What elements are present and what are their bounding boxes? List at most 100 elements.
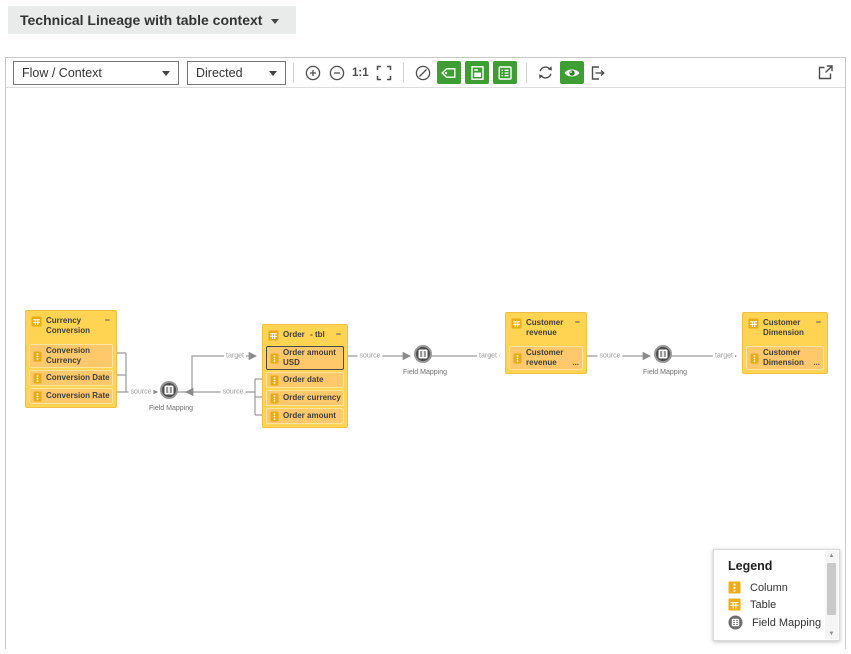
column-icon <box>728 581 741 594</box>
scroll-up-icon[interactable]: ▲ <box>828 553 835 559</box>
lineage-toolbar: Flow / Context Directed 1:1 <box>6 58 845 88</box>
table-node-customer-revenue[interactable]: Customer revenue − Customer revenue ... <box>505 312 587 374</box>
edge-label-target: target <box>477 351 499 361</box>
column-name: Order currency <box>283 393 341 402</box>
table-header[interactable]: Customer revenue − <box>509 316 583 344</box>
flow-context-select[interactable]: Flow / Context <box>13 60 179 85</box>
page-title: Technical Lineage with table context <box>20 12 263 28</box>
table-node-order-tbl[interactable]: Order - tbl − Order amount USD Order dat… <box>262 324 348 428</box>
field-mapping-caption: Field Mapping <box>403 369 447 376</box>
collapse-button[interactable]: − <box>815 317 821 327</box>
column-node[interactable]: Customer Dimension ... <box>746 346 824 370</box>
table-icon <box>31 316 42 327</box>
edge-label-source: source <box>128 387 154 397</box>
collapse-button[interactable]: − <box>104 315 110 325</box>
node-preview-toggle[interactable] <box>464 61 489 84</box>
column-node[interactable]: Order currency <box>266 390 344 406</box>
column-icon <box>750 353 759 363</box>
legend-label: Column <box>750 581 788 594</box>
zoom-in-icon <box>305 65 321 80</box>
table-header[interactable]: Order - tbl − <box>266 328 344 344</box>
edge-label-source: source <box>357 351 383 361</box>
card-icon <box>470 65 484 80</box>
table-icon <box>728 598 741 611</box>
actual-size-button[interactable]: 1:1 <box>352 66 369 79</box>
column-node[interactable]: Order amount <box>266 408 344 424</box>
field-mapping-caption: Field Mapping <box>149 405 193 412</box>
table-header[interactable]: Customer Dimension − <box>746 316 824 344</box>
table-icon <box>748 318 759 329</box>
field-mapping-node[interactable] <box>654 345 672 363</box>
fit-screen-icon <box>376 65 391 80</box>
collapse-button[interactable]: − <box>574 317 580 327</box>
legend-item-field-mapping: Field Mapping <box>714 613 839 632</box>
refresh-icon <box>539 66 552 79</box>
visibility-toggle[interactable] <box>559 61 584 84</box>
field-mapping-node[interactable] <box>160 381 178 399</box>
column-icon <box>270 375 279 385</box>
table-name-suffix: - tbl <box>310 330 325 339</box>
table-header[interactable]: Currency Conversion − <box>29 314 113 342</box>
column-node[interactable]: Customer revenue ... <box>509 346 583 370</box>
column-name: Order amount USD <box>283 348 336 367</box>
edge-label-source: source <box>597 351 623 361</box>
lineage-view-selector[interactable]: Technical Lineage with table context <box>8 6 296 34</box>
table-node-currency-conversion[interactable]: Currency Conversion − Conversion Currenc… <box>25 310 117 408</box>
scroll-down-icon[interactable]: ▼ <box>828 631 835 637</box>
export-button[interactable] <box>587 62 609 84</box>
table-name: Customer revenue <box>526 318 564 337</box>
column-name: Conversion Date <box>46 373 110 382</box>
column-icon <box>513 353 522 363</box>
zoom-in-button[interactable] <box>302 62 324 84</box>
edge-label-target: target <box>713 351 735 361</box>
column-node[interactable]: Conversion Rate <box>29 388 113 404</box>
legend-scrollbar[interactable]: ▲ ▼ <box>825 551 838 639</box>
table-node-customer-dimension[interactable]: Customer Dimension − Customer Dimension … <box>742 312 828 374</box>
column-name: Customer Dimension <box>763 348 804 367</box>
column-icon <box>33 373 42 383</box>
zoom-out-button[interactable] <box>326 62 348 84</box>
column-icon <box>270 393 279 403</box>
list-icon <box>498 65 512 80</box>
scrollbar-thumb[interactable] <box>827 563 836 615</box>
table-icon <box>268 330 279 341</box>
legend-item-column: Column <box>714 579 839 596</box>
direction-select[interactable]: Directed <box>187 60 286 85</box>
tag-icon <box>441 67 456 78</box>
legend-panel: Legend Column Table Field Mapping ▲ ▼ <box>713 549 840 641</box>
toolbar-divider <box>525 62 527 83</box>
edge-labels-toggle[interactable] <box>436 61 461 84</box>
field-mapping-icon <box>728 615 743 630</box>
fit-screen-button[interactable] <box>373 62 395 84</box>
column-name: Order amount <box>283 411 336 420</box>
edge-label-source: source <box>220 387 246 397</box>
field-mapping-icon <box>164 385 174 395</box>
lineage-panel: Flow / Context Directed 1:1 <box>5 57 846 649</box>
eye-icon <box>564 69 580 76</box>
column-name: Order date <box>283 375 324 384</box>
edge-label-target: target <box>224 351 246 361</box>
collapse-button[interactable]: − <box>335 329 341 339</box>
lineage-canvas[interactable]: source target source source target sourc… <box>6 88 845 649</box>
refresh-button[interactable] <box>535 62 557 84</box>
field-mapping-caption: Field Mapping <box>643 369 687 376</box>
column-node[interactable]: Conversion Currency <box>29 344 113 368</box>
export-icon <box>591 65 605 80</box>
overflow-indicator: ... <box>813 358 820 367</box>
column-list-toggle[interactable] <box>492 61 517 84</box>
toolbar-divider <box>402 62 404 83</box>
legend-title: Legend <box>728 559 773 573</box>
slash-circle-icon <box>415 65 430 80</box>
column-node[interactable]: Order date <box>266 372 344 388</box>
column-name: Conversion Rate <box>46 391 110 400</box>
table-name: Currency Conversion <box>46 316 91 335</box>
overflow-indicator: ... <box>572 358 579 367</box>
disable-tracing-button[interactable] <box>412 62 434 84</box>
column-node-selected[interactable]: Order amount USD <box>266 346 344 370</box>
field-mapping-node[interactable] <box>414 345 432 363</box>
external-link-icon <box>818 65 833 80</box>
column-node[interactable]: Conversion Date <box>29 370 113 386</box>
open-external-button[interactable] <box>814 62 836 84</box>
column-icon <box>270 353 279 363</box>
column-name: Customer revenue <box>526 348 564 367</box>
